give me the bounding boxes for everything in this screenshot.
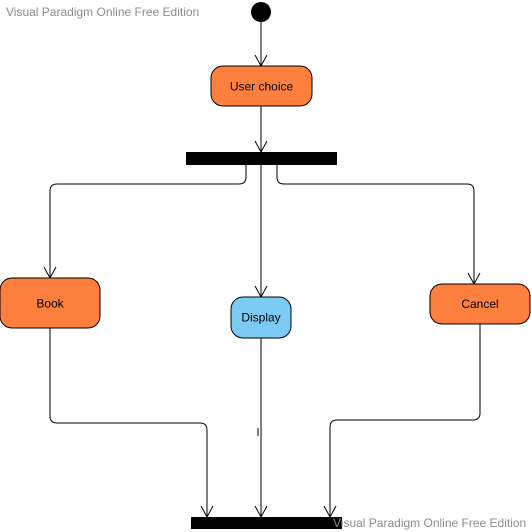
action-user-choice[interactable]: User choice [210, 65, 313, 107]
action-cancel-label: Cancel [461, 297, 498, 311]
fork-bar [186, 152, 337, 165]
edge-fork-to-book [49, 165, 247, 278]
action-user-choice-label: User choice [230, 80, 294, 94]
action-display-label: Display [241, 311, 280, 325]
action-cancel-shape [429, 283, 531, 325]
action-book[interactable]: Book [0, 277, 101, 329]
edge-book-to-join [49, 328, 208, 517]
watermark-bottom: Visual Paradigm Online Free Edition [333, 516, 527, 530]
action-cancel[interactable]: Cancel [429, 283, 531, 325]
action-book-label: Book [36, 297, 64, 311]
initial-node [251, 2, 271, 22]
action-display-shape [230, 296, 292, 339]
action-book-shape [0, 277, 101, 329]
watermark-top: Visual Paradigm Online Free Edition [6, 5, 200, 19]
action-display[interactable]: Display [230, 296, 292, 339]
join-bar [191, 517, 342, 529]
edge-fork-to-cancel [276, 165, 475, 284]
action-user-choice-shape [210, 65, 313, 107]
edge-cancel-to-join [329, 324, 481, 517]
